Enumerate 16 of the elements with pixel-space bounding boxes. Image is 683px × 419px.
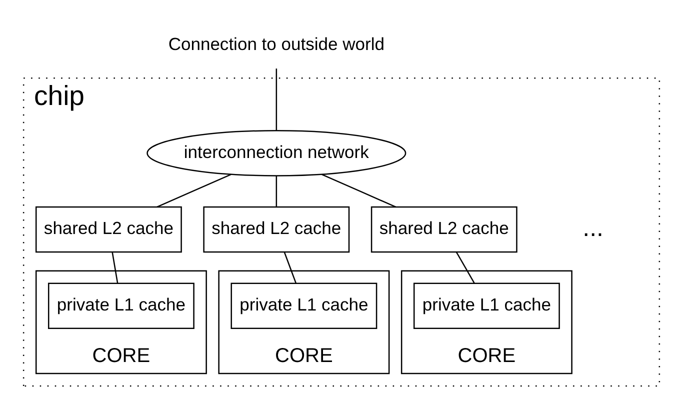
connector <box>322 174 396 208</box>
node-ellipse: interconnection network <box>146 130 406 176</box>
node-box: shared L2 cache <box>370 206 518 253</box>
connector <box>276 68 278 131</box>
connector <box>156 174 232 208</box>
node-box: private L1 cache <box>48 282 194 330</box>
node-box: shared L2 cache <box>35 206 182 253</box>
connector <box>284 252 296 284</box>
node-box: shared L2 cache <box>203 206 350 253</box>
node-box: private L1 cache <box>230 282 378 330</box>
node-box: private L1 cache <box>413 282 560 330</box>
connector <box>456 252 475 284</box>
connector <box>276 176 278 207</box>
connector <box>112 252 118 284</box>
label: ... <box>582 214 604 242</box>
node-text: Connection to outside world <box>168 34 384 54</box>
